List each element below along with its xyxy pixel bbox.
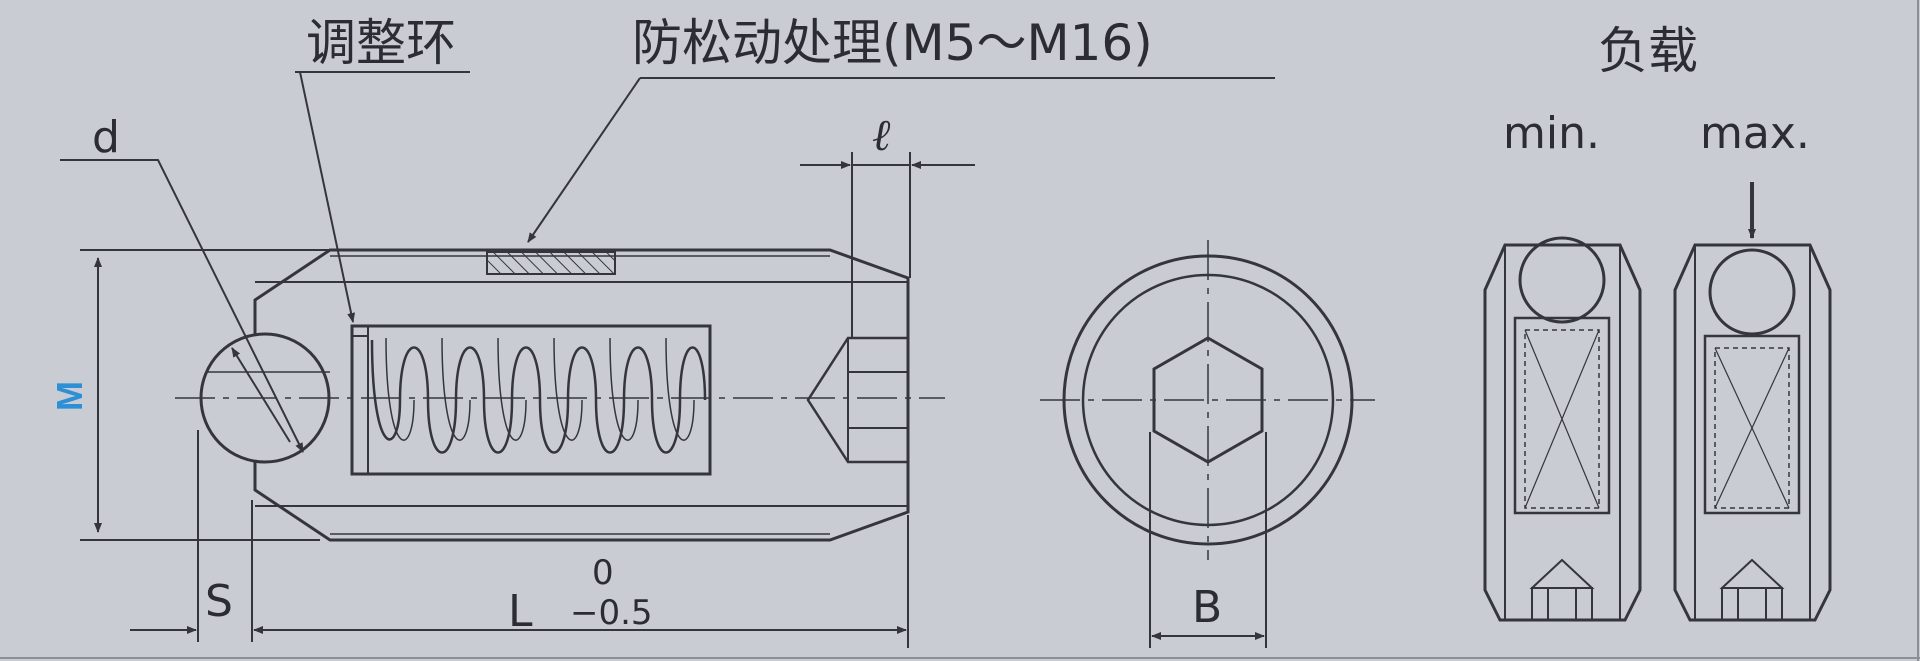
d-label: d — [92, 112, 120, 163]
load-min-view — [1483, 236, 1642, 622]
side-view — [199, 248, 910, 542]
L-tolerance-lower: −0.5 — [570, 593, 653, 633]
ell-label: ℓ — [872, 110, 891, 161]
B-label: B — [1192, 582, 1223, 633]
max-label: max. — [1700, 108, 1810, 159]
L-label: L — [508, 586, 533, 637]
load-label: 负载 — [1598, 22, 1698, 80]
anti-loose-label: 防松动处理(M5～M16) — [632, 14, 1153, 72]
load-max-view — [1673, 182, 1832, 622]
L-tolerance-upper: 0 — [592, 553, 614, 593]
S-label: S — [205, 576, 233, 627]
adjust-ring-label: 调整环 — [306, 14, 456, 72]
spring — [370, 337, 707, 454]
min-label: min. — [1503, 108, 1600, 159]
spring-bore — [350, 324, 712, 476]
end-view — [1040, 240, 1375, 648]
dimensions-side — [60, 71, 1275, 648]
min-ball — [1518, 236, 1606, 324]
anti-loose-patch — [486, 251, 616, 275]
hex-socket-side — [806, 336, 908, 464]
M-label: M — [49, 381, 90, 411]
max-ball — [1708, 248, 1796, 336]
